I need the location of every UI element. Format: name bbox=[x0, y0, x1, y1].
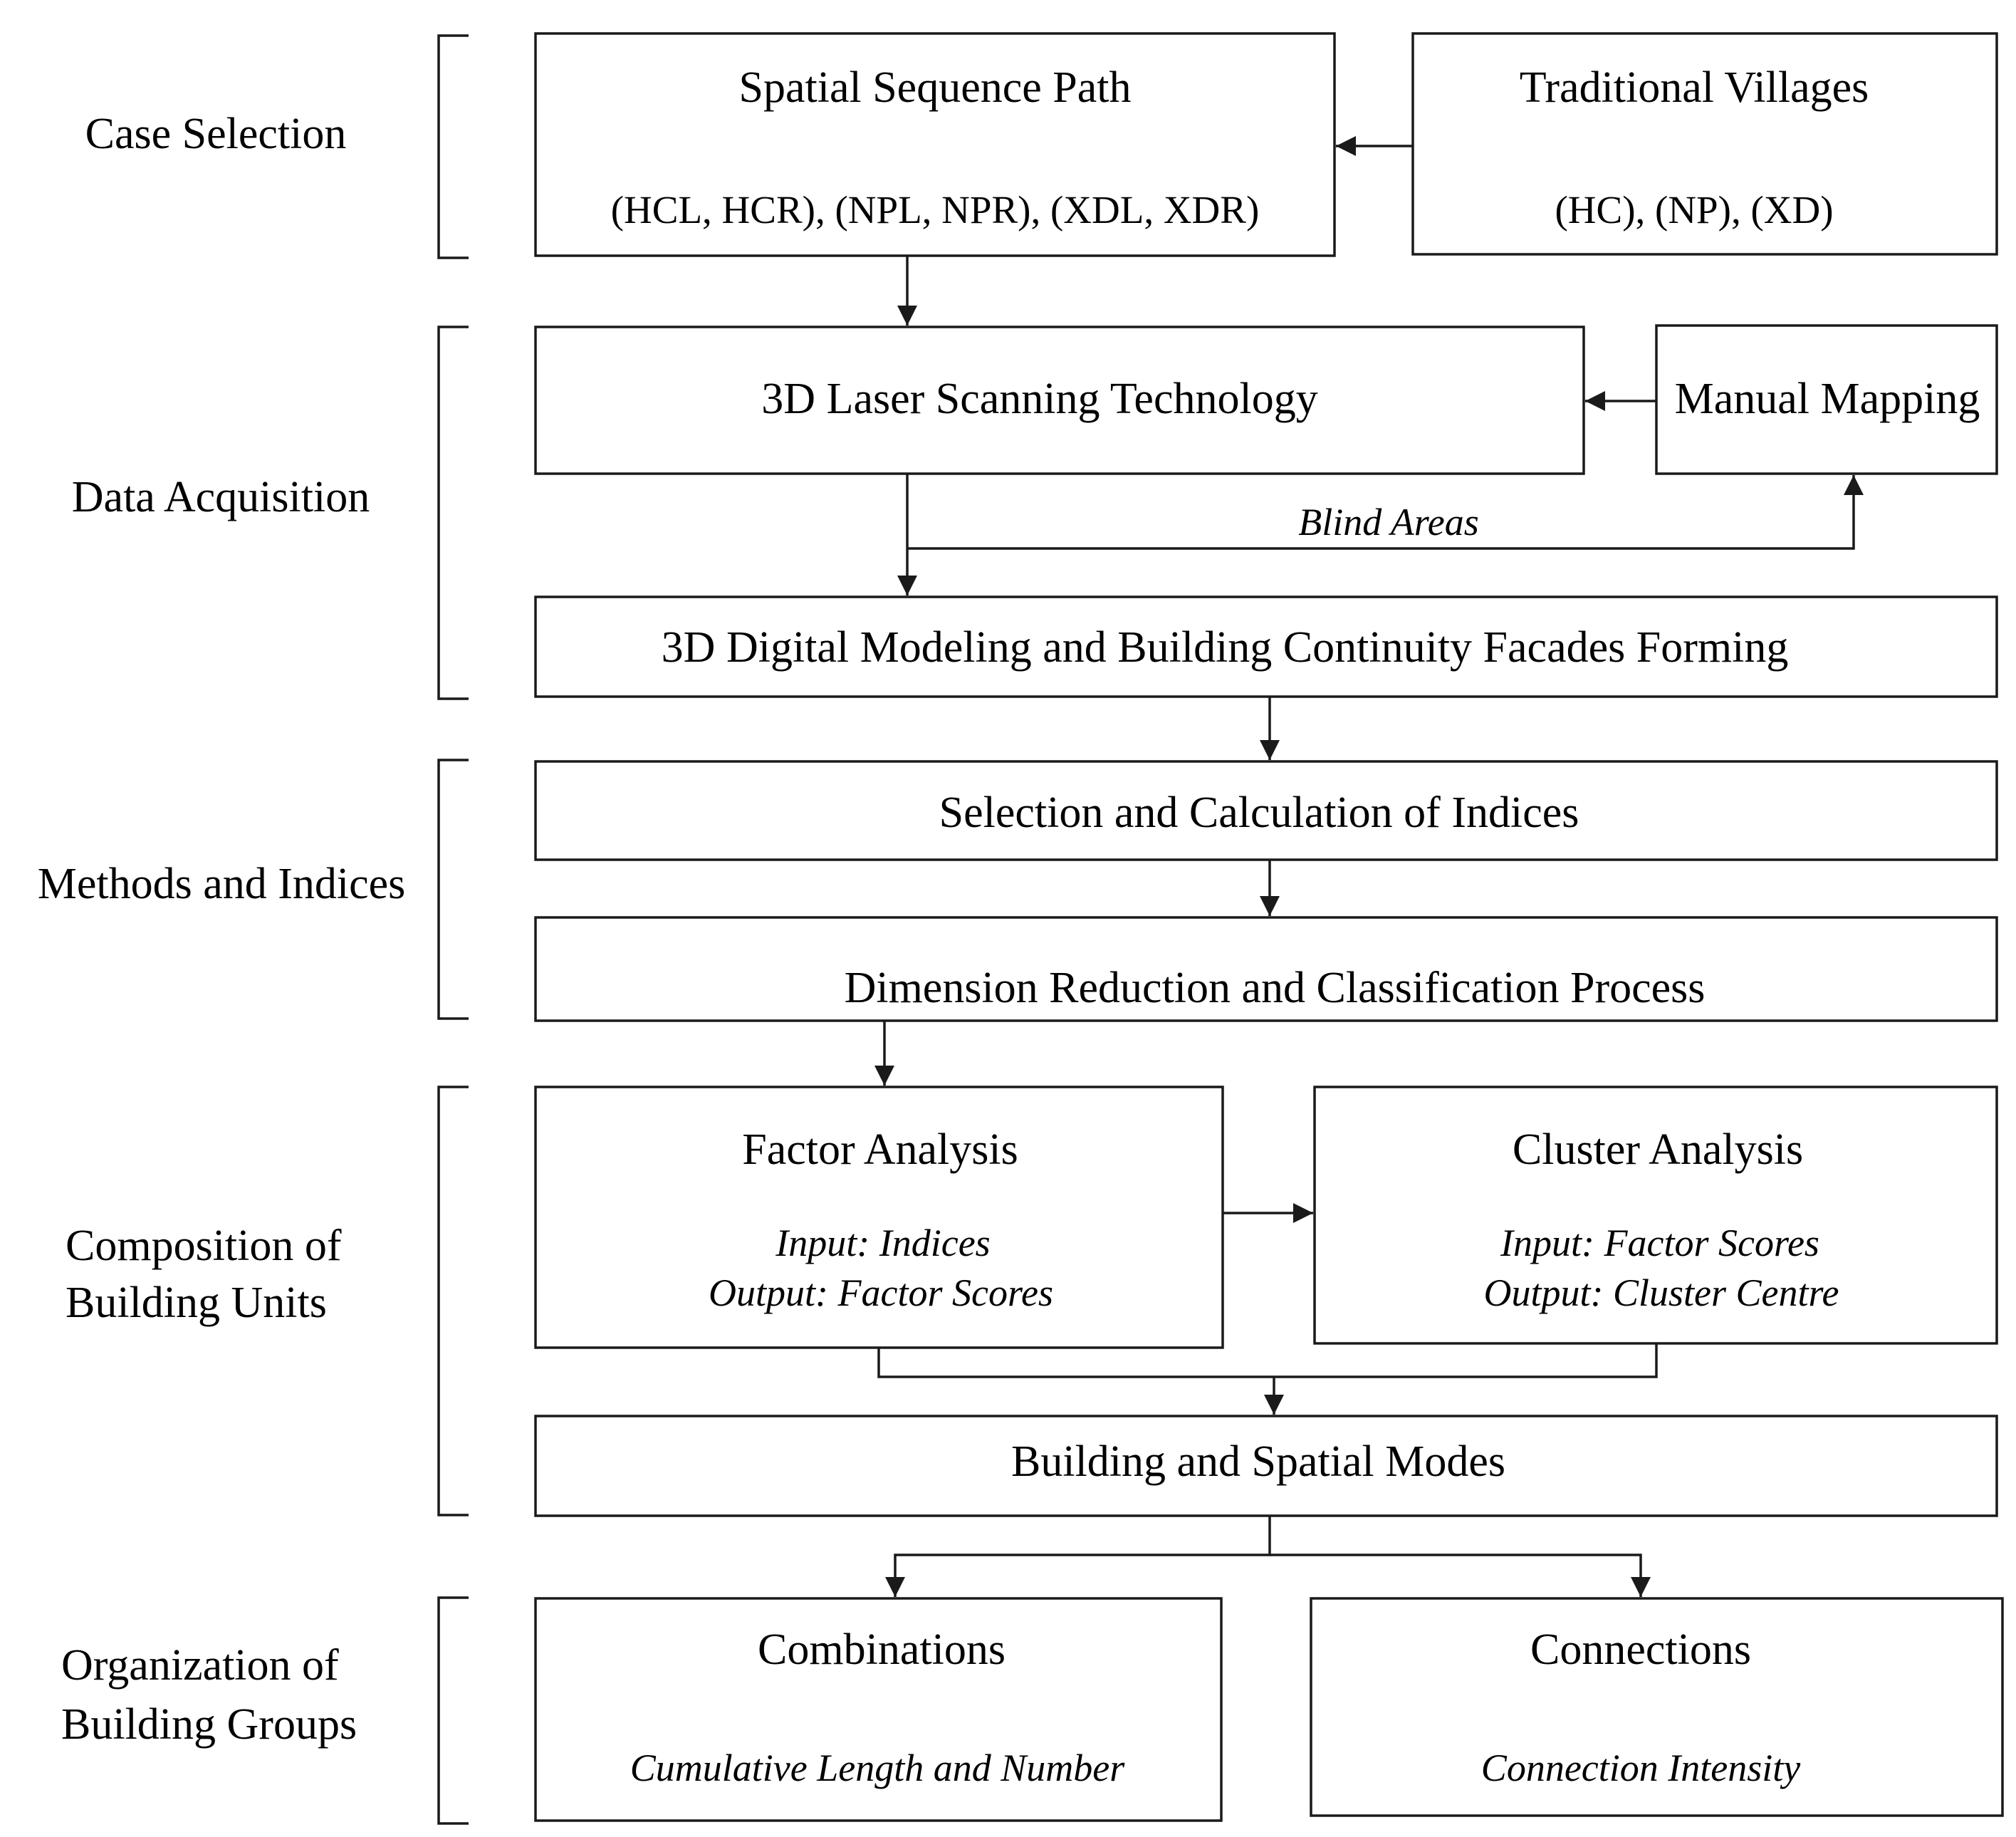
cluster-analysis-title: Cluster Analysis bbox=[1512, 1125, 1804, 1174]
bracket-case-selection bbox=[437, 34, 469, 259]
phase-label-methods-indices: Methods and Indices bbox=[37, 860, 406, 908]
connector-factor-cluster-merge bbox=[877, 1343, 1658, 1378]
arrow-blind-areas-to-manual bbox=[907, 475, 1864, 550]
phase-label-organization-line2: Building Groups bbox=[61, 1700, 357, 1749]
phase-label-composition-line2: Building Units bbox=[66, 1279, 327, 1327]
bracket-methods-indices bbox=[437, 759, 469, 1020]
connections-detail: Connection Intensity bbox=[1480, 1747, 1801, 1789]
box-dimension-reduction bbox=[534, 916, 1998, 1022]
phase-label-organization-line1: Organization of bbox=[61, 1641, 339, 1690]
phase-label-case-selection: Case Selection bbox=[85, 110, 347, 158]
box-selection-indices bbox=[534, 760, 1998, 861]
digital-modeling-title: 3D Digital Modeling and Building Continu… bbox=[661, 623, 1789, 672]
box-spatial-sequence-path bbox=[534, 32, 1336, 257]
spatial-sequence-title: Spatial Sequence Path bbox=[738, 63, 1132, 112]
selection-indices-title: Selection and Calculation of Indices bbox=[939, 789, 1579, 837]
factor-analysis-output: Output: Factor Scores bbox=[709, 1271, 1053, 1314]
traditional-villages-title: Traditional Villages bbox=[1519, 63, 1869, 112]
bracket-data-acquisition bbox=[437, 326, 469, 700]
dimension-reduction-title: Dimension Reduction and Classification P… bbox=[844, 964, 1706, 1012]
phase-label-composition-line1: Composition of bbox=[66, 1222, 342, 1270]
box-traditional-villages bbox=[1411, 32, 1998, 256]
box-digital-modeling bbox=[534, 595, 1998, 698]
manual-mapping-title: Manual Mapping bbox=[1674, 375, 1980, 423]
spatial-sequence-detail: (HCL, HCR), (NPL, NPR), (XDL, XDR) bbox=[610, 188, 1260, 231]
factor-analysis-input: Input: Indices bbox=[775, 1222, 991, 1264]
box-laser-scanning bbox=[534, 326, 1585, 475]
box-manual-mapping bbox=[1655, 324, 1998, 475]
traditional-villages-detail: (HC), (NP), (XD) bbox=[1555, 188, 1834, 231]
box-combinations bbox=[534, 1597, 1223, 1822]
box-connections bbox=[1310, 1597, 2004, 1817]
building-modes-title: Building and Spatial Modes bbox=[1010, 1437, 1506, 1486]
laser-scanning-title: 3D Laser Scanning Technology bbox=[761, 375, 1318, 423]
blind-areas-label: Blind Areas bbox=[1298, 501, 1479, 543]
phase-label-data-acquisition: Data Acquisition bbox=[71, 473, 370, 521]
cluster-analysis-output: Output: Cluster Centre bbox=[1483, 1271, 1839, 1314]
bracket-organization bbox=[437, 1596, 469, 1825]
combinations-title: Combinations bbox=[758, 1625, 1006, 1674]
box-building-spatial-modes bbox=[534, 1415, 1998, 1517]
arrow-split-to-connections bbox=[1270, 1554, 1651, 1597]
cluster-analysis-input: Input: Factor Scores bbox=[1500, 1222, 1819, 1264]
factor-analysis-title: Factor Analysis bbox=[742, 1125, 1018, 1174]
connections-title: Connections bbox=[1530, 1625, 1751, 1674]
combinations-detail: Cumulative Length and Number bbox=[630, 1747, 1125, 1789]
bracket-composition bbox=[437, 1086, 469, 1516]
connector-modes-split bbox=[885, 1516, 1271, 1597]
